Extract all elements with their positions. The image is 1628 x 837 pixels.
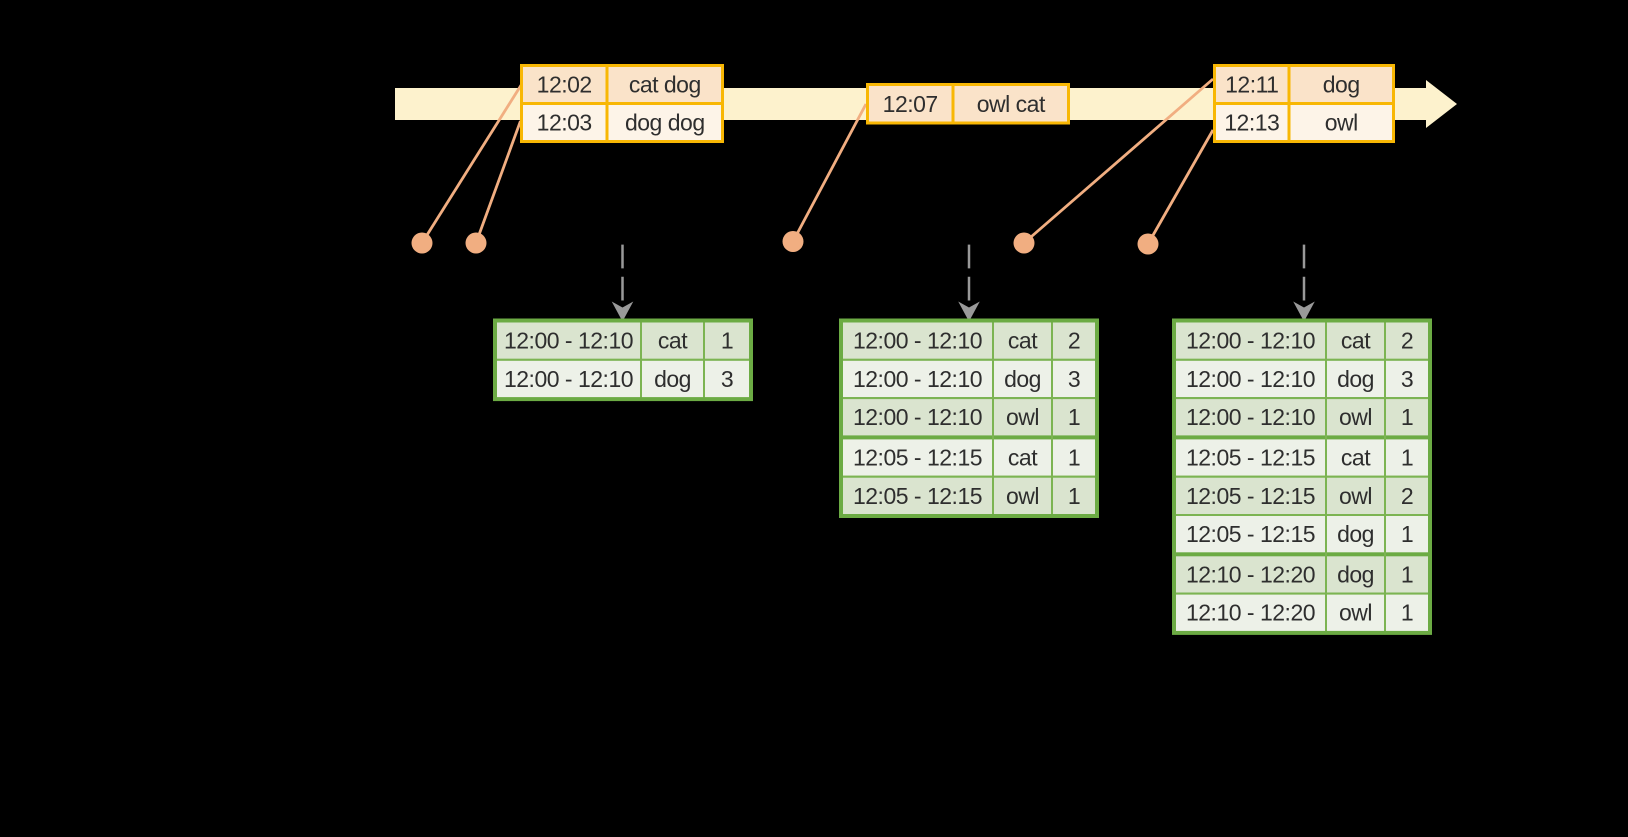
svg-text:12:00 - 12:10: 12:00 - 12:10 [504,366,633,392]
svg-text:2: 2 [1068,328,1080,354]
svg-text:3: 3 [721,366,733,392]
svg-text:1: 1 [1401,561,1413,587]
svg-text:12:11: 12:11 [1225,72,1278,98]
svg-text:owl: owl [1006,483,1039,509]
svg-text:dog: dog [654,366,691,392]
svg-text:12:05 - 12:15: 12:05 - 12:15 [853,445,982,471]
svg-text:3: 3 [1401,366,1413,392]
svg-text:owl: owl [1006,404,1039,430]
svg-text:12:00 - 12:10: 12:00 - 12:10 [1186,404,1315,430]
svg-text:12:00 - 12:10: 12:00 - 12:10 [853,404,982,430]
svg-text:12:05 - 12:15: 12:05 - 12:15 [1186,521,1315,547]
svg-text:12:05 - 12:15: 12:05 - 12:15 [853,483,982,509]
svg-text:12:13: 12:13 [1224,110,1279,136]
svg-text:dog: dog [1323,72,1360,98]
svg-text:cat: cat [1341,328,1371,354]
svg-text:cat: cat [1008,445,1038,471]
svg-text:12:02: 12:02 [537,72,592,98]
svg-text:dog: dog [1337,366,1374,392]
svg-text:cat: cat [1341,445,1371,471]
svg-text:12:00 - 12:10: 12:00 - 12:10 [1186,328,1315,354]
svg-text:1: 1 [1401,404,1413,430]
svg-text:3: 3 [1068,366,1080,392]
svg-text:owl cat: owl cat [977,91,1046,117]
svg-text:12:00 - 12:10: 12:00 - 12:10 [1186,366,1315,392]
svg-text:1: 1 [1068,483,1080,509]
svg-text:dog: dog [1337,561,1374,587]
svg-text:owl: owl [1325,110,1358,136]
svg-text:2: 2 [1401,328,1413,354]
svg-text:12:07: 12:07 [883,91,938,117]
svg-text:12:10 - 12:20: 12:10 - 12:20 [1186,600,1315,626]
svg-text:12:00 - 12:10: 12:00 - 12:10 [853,328,982,354]
svg-text:cat: cat [658,328,688,354]
svg-text:cat dog: cat dog [629,72,701,98]
svg-text:12:05 - 12:15: 12:05 - 12:15 [1186,445,1315,471]
svg-text:dog: dog [1004,366,1041,392]
svg-text:1: 1 [1401,445,1413,471]
svg-text:2: 2 [1401,483,1413,509]
svg-text:1: 1 [1401,521,1413,547]
svg-text:owl: owl [1339,483,1372,509]
svg-text:12:03: 12:03 [537,110,592,136]
svg-text:owl: owl [1339,404,1372,430]
svg-text:1: 1 [1401,600,1413,626]
svg-text:cat: cat [1008,328,1038,354]
svg-text:12:00 - 12:10: 12:00 - 12:10 [853,366,982,392]
svg-text:12:05 - 12:15: 12:05 - 12:15 [1186,483,1315,509]
svg-text:1: 1 [1068,445,1080,471]
svg-text:1: 1 [1068,404,1080,430]
svg-text:dog dog: dog dog [625,110,705,136]
svg-text:12:10 - 12:20: 12:10 - 12:20 [1186,561,1315,587]
svg-text:owl: owl [1339,600,1372,626]
svg-text:dog: dog [1337,521,1374,547]
svg-text:1: 1 [721,328,733,354]
svg-text:12:00 - 12:10: 12:00 - 12:10 [504,328,633,354]
